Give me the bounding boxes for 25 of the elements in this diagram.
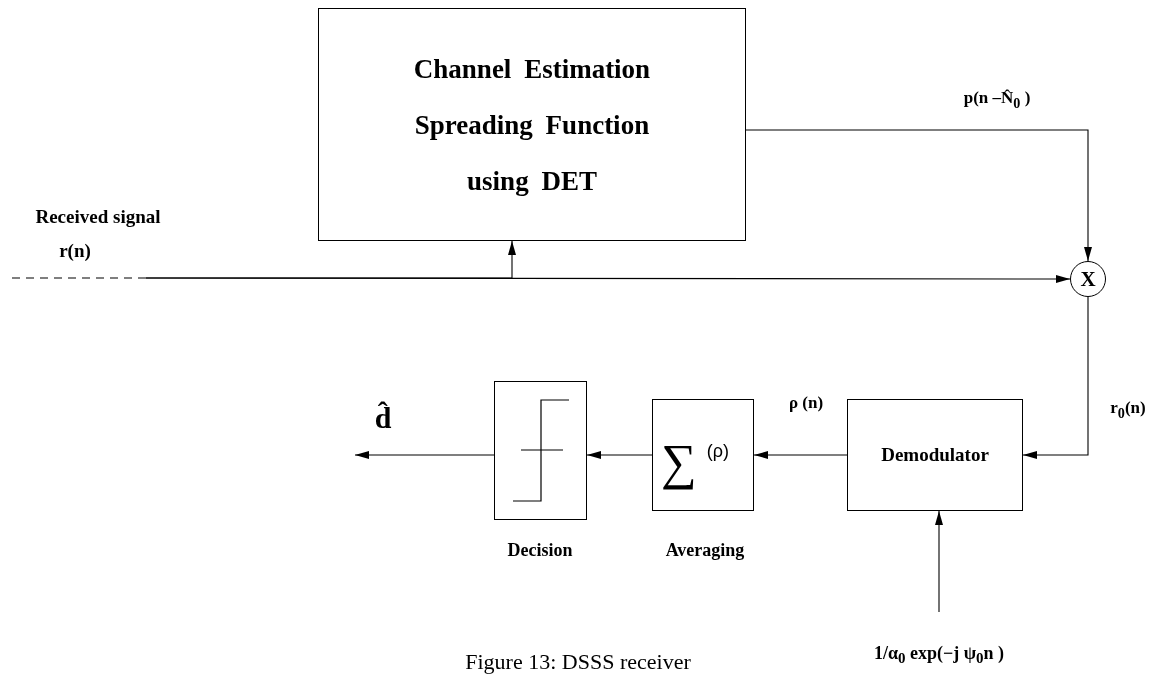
block-caption: Averaging xyxy=(665,539,745,561)
signal-label: r(n) xyxy=(59,239,91,263)
sigma-symbol: ∑ xyxy=(661,433,697,491)
process-box xyxy=(318,8,746,241)
arrow xyxy=(745,129,1092,262)
figure-caption: Figure 13: DSSS receiver xyxy=(465,649,691,675)
decision-box xyxy=(494,381,587,520)
arrow xyxy=(354,451,495,459)
edge-label: r$_{0}$(n) xyxy=(1110,398,1146,422)
arrow xyxy=(753,451,848,459)
process-box xyxy=(847,399,1023,511)
operand-label: (ρ) xyxy=(706,440,729,462)
box-label: Demodulator xyxy=(881,444,989,466)
summation-box xyxy=(652,399,754,511)
arrow xyxy=(1022,296,1089,459)
arrow xyxy=(586,451,653,459)
edge-label: 1/α$_{0}$ exp(−j ψ$_{0}$n ) xyxy=(873,642,1005,668)
block-caption: Decision xyxy=(507,539,573,561)
arrow xyxy=(145,275,1071,283)
edge-label: ρ (n) xyxy=(788,393,824,413)
arrow xyxy=(935,510,943,613)
box-label: Channel Estimation Spreading Function using DET xyxy=(412,52,652,198)
edge-label: d̂ xyxy=(374,401,392,435)
signal-label: Received signal xyxy=(35,205,161,229)
edge-label: p(n –N̂$_{0}$ ) xyxy=(963,88,1031,112)
